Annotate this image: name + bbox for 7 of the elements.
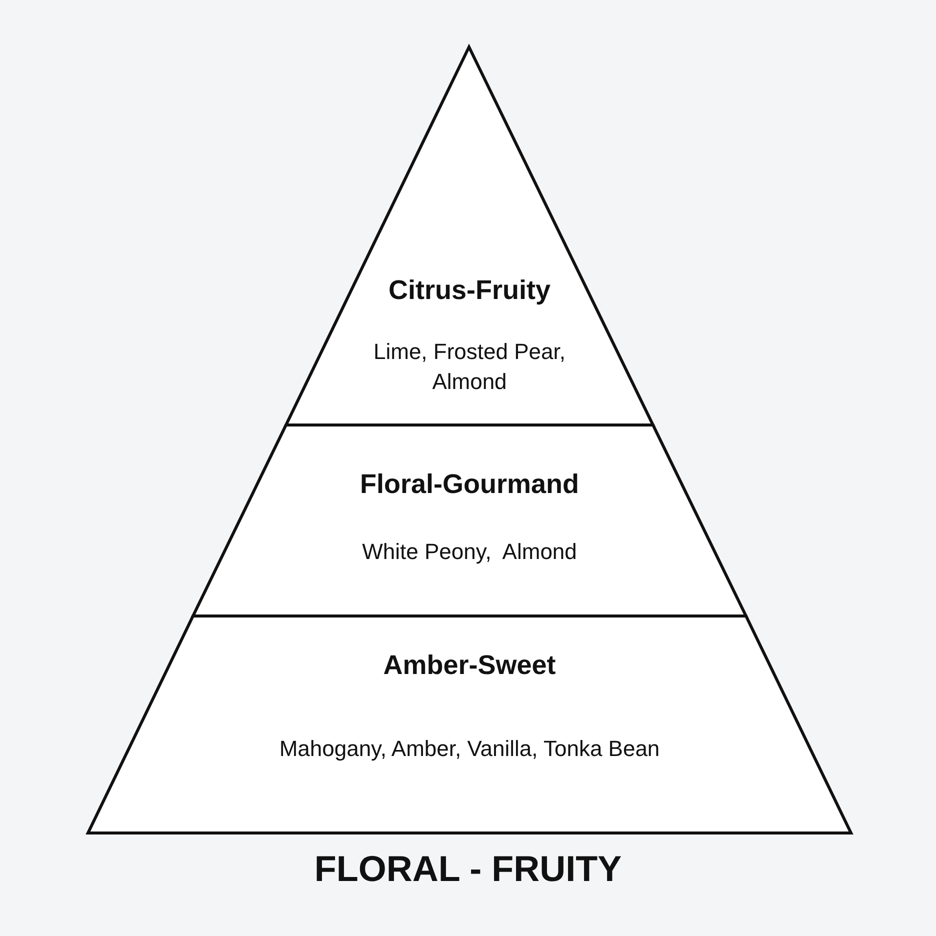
note-list: Lime, Frosted Pear, Almond <box>334 337 604 397</box>
tier-heading: Amber-Sweet <box>382 650 557 681</box>
tier-heading: Floral-Gourmand <box>358 469 580 500</box>
tier-heading: Citrus-Fruity <box>388 275 552 306</box>
note-list: Mahogany, Amber, Vanilla, Tonka Bean <box>140 734 800 764</box>
note-list: White Peony, Almond <box>260 537 680 567</box>
pyramid-caption: FLORAL - FRUITY <box>313 848 623 890</box>
